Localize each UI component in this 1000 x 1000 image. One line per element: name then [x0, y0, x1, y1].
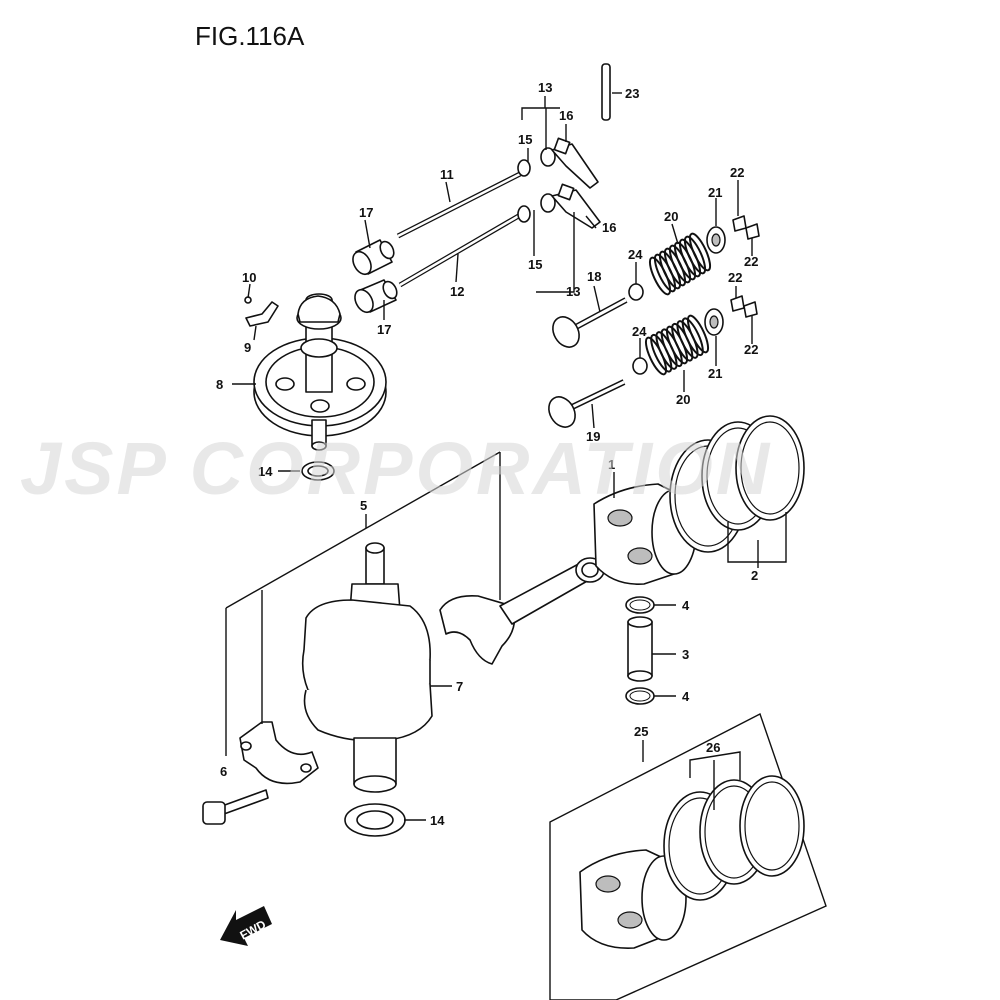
piston-pin — [627, 616, 653, 682]
spring-coil — [688, 232, 712, 272]
valve-cotters — [730, 215, 760, 318]
con-rod-bolt — [202, 789, 269, 825]
watermark: JSP CORPORATION — [20, 427, 772, 510]
callout-3: 3 — [682, 647, 689, 662]
leader-lines — [225, 92, 787, 821]
callout-18: 18 — [587, 269, 601, 284]
callout-6: 6 — [220, 764, 227, 779]
callout-15-lower: 15 — [528, 257, 542, 272]
spring-coil — [681, 317, 704, 357]
callout-5: 5 — [360, 498, 367, 513]
valve-spring-upper — [648, 232, 712, 296]
callout-21-top: 21 — [708, 185, 722, 200]
spring-coil — [686, 314, 710, 354]
callout-17-top: 17 — [359, 205, 373, 220]
callout-19: 19 — [586, 429, 600, 444]
callout-11: 10 — [242, 270, 256, 285]
callout-23: 23 — [625, 86, 639, 101]
pin-23 — [601, 63, 611, 121]
figure-title: FIG.116A — [195, 21, 305, 51]
callout-2: 2 — [751, 568, 758, 583]
callout-16-top: 16 — [559, 108, 573, 123]
con-rod-cap — [239, 721, 319, 785]
fwd-arrow: FWD — [220, 906, 272, 946]
callout-20-lower: 20 — [676, 392, 690, 407]
piston-pin-clip-upper — [625, 596, 655, 614]
callout-16-lower: 16 — [602, 220, 616, 235]
callout-22-d: 22 — [744, 342, 758, 357]
callout-10: 9 — [244, 340, 251, 355]
rocker-arm-lower — [517, 183, 601, 229]
spring-coil — [683, 235, 707, 275]
callout-9: 8 — [216, 377, 223, 392]
piston-pin-clip-lower — [625, 687, 655, 705]
retainer-lower — [704, 308, 724, 336]
callout-15-top: 15 — [518, 132, 532, 147]
piston — [593, 483, 697, 585]
callout-13-top: 11 — [440, 167, 454, 182]
callout-22-b: 22 — [744, 254, 758, 269]
rocker-arm-upper — [517, 137, 599, 189]
oversize-piston-rings — [663, 775, 805, 901]
valve-spring-lower — [644, 314, 710, 376]
tappet-lower — [354, 279, 398, 314]
callout-24-top: 24 — [628, 247, 643, 262]
tappet-upper — [352, 239, 395, 276]
crankshaft — [301, 542, 433, 793]
push-rod-upper — [396, 171, 522, 239]
oil-seal-12 — [301, 461, 335, 481]
callout-26: 26 — [706, 740, 720, 755]
valve-seal-lower — [632, 357, 648, 375]
callout-24-lower: 24 — [632, 324, 647, 339]
decomp-spring-clip — [244, 296, 279, 327]
callout-14-top: 13 — [538, 80, 552, 95]
valve-seal-upper — [628, 283, 644, 301]
connecting-rod — [439, 557, 605, 665]
callout-7: 7 — [456, 679, 463, 694]
callout-22-a: 22 — [730, 165, 744, 180]
callout-12: 14 — [258, 464, 273, 479]
callout-1: 1 — [608, 457, 615, 472]
callout-22-c: 22 — [728, 270, 742, 285]
callout-labels: 23 13 15 16 11 17 16 15 13 12 17 18 19 2… — [216, 80, 758, 828]
callout-4-lower: 4 — [682, 689, 690, 704]
valve-upper — [552, 297, 628, 348]
callout-25: 25 — [634, 724, 648, 739]
callout-4-top: 4 — [682, 598, 690, 613]
callout-14-lower: 13 — [566, 284, 580, 299]
piston-rings — [669, 415, 805, 553]
push-rod-lower — [398, 211, 524, 288]
camshaft — [296, 293, 342, 451]
callout-20-top: 20 — [664, 209, 678, 224]
callout-17-lower: 17 — [377, 322, 391, 337]
retainer-upper — [706, 226, 726, 254]
piston-set-box — [549, 713, 827, 1000]
thrust-washer-8 — [344, 803, 406, 837]
valve-lower — [548, 379, 626, 428]
callout-8: 14 — [430, 813, 445, 828]
callout-13-lower: 12 — [450, 284, 464, 299]
callout-21-lower: 21 — [708, 366, 722, 381]
